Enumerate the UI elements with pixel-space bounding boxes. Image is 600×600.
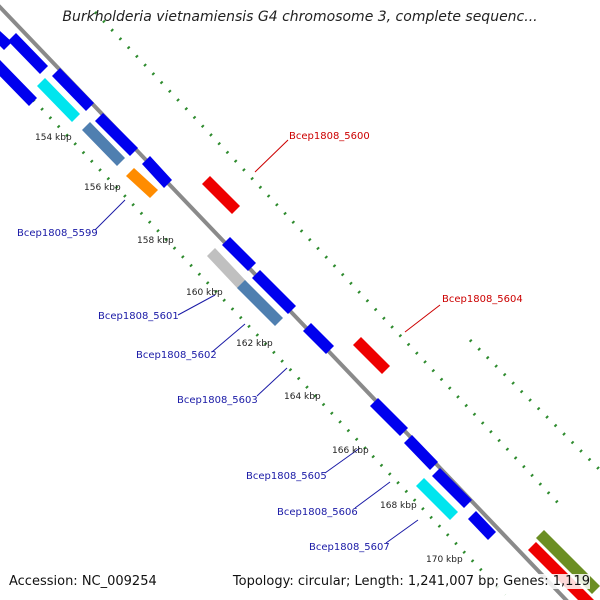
gene-label-bcep1808-5599[interactable]: Bcep1808_5599 <box>17 228 98 239</box>
tick-label: 156 kbp <box>84 183 121 193</box>
gene-feature[interactable] <box>142 156 172 188</box>
tick-label: 168 kbp <box>380 501 417 511</box>
accession-text: Accession: NC_009254 <box>9 574 157 589</box>
tick-labels: 154 kbp 156 kbp 158 kbp 160 kbp 162 kbp … <box>35 133 463 565</box>
leader-line <box>354 481 391 509</box>
gene-feature[interactable] <box>303 323 334 354</box>
gene-feature[interactable] <box>370 398 408 436</box>
gene-feature[interactable] <box>222 237 256 271</box>
gene-label-bcep1808-5600[interactable]: Bcep1808_5600 <box>289 131 370 142</box>
gene-label-bcep1808-5607[interactable]: Bcep1808_5607 <box>309 542 390 553</box>
tick-label: 160 kbp <box>186 288 223 298</box>
inner-tick-track <box>0 63 507 597</box>
tick-label: 170 kbp <box>426 555 463 565</box>
tick-label: 164 kbp <box>284 392 321 402</box>
gene-feature[interactable] <box>95 113 138 156</box>
gene-feature[interactable] <box>252 270 296 314</box>
gene-feature[interactable] <box>8 33 48 74</box>
map-title: Burkholderia vietnamiensis G4 chromosome… <box>62 9 538 25</box>
gene-label-bcep1808-5604[interactable]: Bcep1808_5604 <box>442 294 523 305</box>
gene-feature[interactable] <box>202 176 240 214</box>
gene-feature[interactable] <box>416 478 458 520</box>
topology-summary: Topology: circular; Length: 1,241,007 bp… <box>232 574 590 589</box>
far-tick-track <box>468 338 600 472</box>
leader-lines <box>94 139 441 544</box>
gene-feature[interactable] <box>126 168 158 198</box>
gene-feature[interactable] <box>404 435 438 470</box>
gene-label-bcep1808-5605[interactable]: Bcep1808_5605 <box>246 471 327 482</box>
gene-feature[interactable] <box>52 68 94 111</box>
gene-label-bcep1808-5601[interactable]: Bcep1808_5601 <box>98 311 179 322</box>
leader-line <box>254 139 289 173</box>
gene-feature[interactable] <box>0 60 37 106</box>
forward-genes <box>0 31 496 540</box>
gene-label-bcep1808-5606[interactable]: Bcep1808_5606 <box>277 507 358 518</box>
reverse-genes <box>202 176 600 600</box>
gene-feature[interactable] <box>0 31 12 50</box>
gene-feature[interactable] <box>207 248 247 290</box>
gene-labels: Bcep1808_5599 Bcep1808_5601 Bcep1808_560… <box>17 131 523 553</box>
tick-label: 162 kbp <box>236 339 273 349</box>
gene-feature[interactable] <box>82 122 125 166</box>
leader-line <box>324 447 361 474</box>
leader-line <box>211 323 246 353</box>
leader-line <box>256 367 288 397</box>
gene-label-bcep1808-5602[interactable]: Bcep1808_5602 <box>136 350 217 361</box>
tick-label: 158 kbp <box>137 236 174 246</box>
gene-label-bcep1808-5603[interactable]: Bcep1808_5603 <box>177 395 258 406</box>
gene-feature[interactable] <box>468 511 496 540</box>
leader-line <box>385 519 419 544</box>
leader-line <box>404 304 441 333</box>
leader-line <box>177 294 216 316</box>
gene-feature[interactable] <box>432 468 472 508</box>
tick-label: 166 kbp <box>332 446 369 456</box>
tick-label: 154 kbp <box>35 133 72 143</box>
gene-feature[interactable] <box>37 78 80 122</box>
gene-feature[interactable] <box>237 280 283 326</box>
gene-feature[interactable] <box>353 337 390 374</box>
leader-line <box>94 199 126 231</box>
outer-tick-track <box>93 10 562 507</box>
